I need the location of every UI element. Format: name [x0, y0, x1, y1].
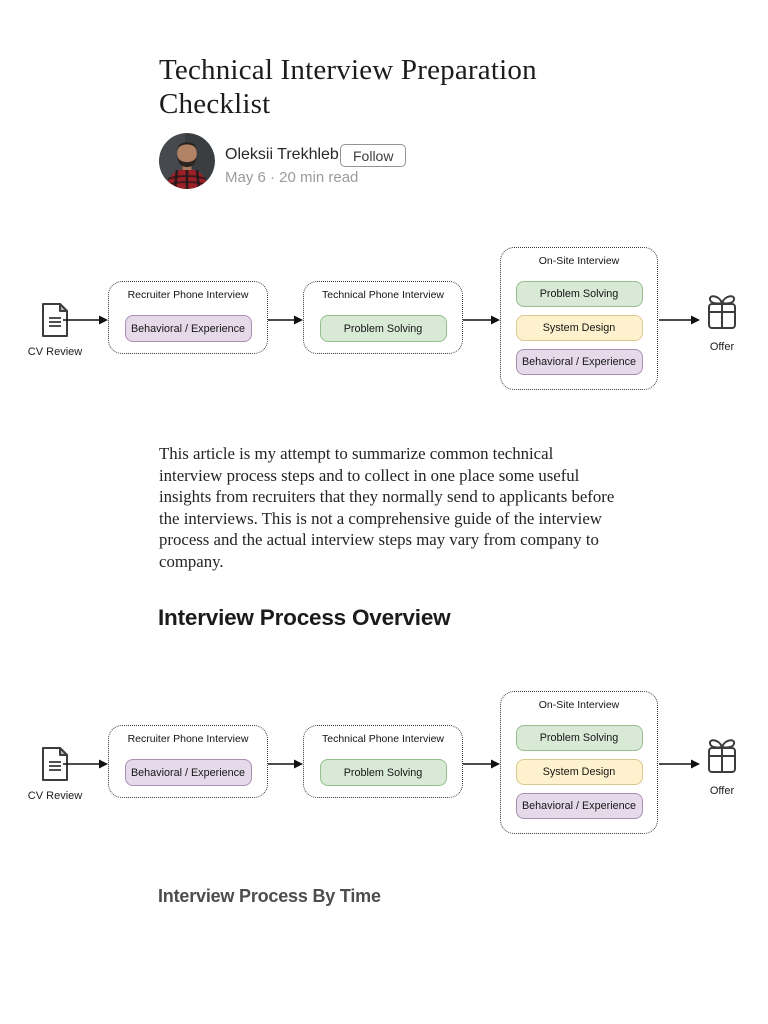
stage-title: On-Site Interview: [538, 255, 620, 267]
pill-behavioral-experience: Behavioral / Experience: [124, 759, 252, 786]
gift-icon: [708, 295, 736, 329]
pill-system-design: System Design: [515, 315, 643, 341]
pill-problem-solving: Problem Solving: [319, 759, 447, 786]
page-title: Technical Interview Preparation Checklis…: [159, 54, 537, 120]
pill-behavioral-experience: Behavioral / Experience: [515, 349, 643, 375]
flow-arrow: [659, 315, 700, 325]
flow-arrow: [63, 315, 108, 325]
cv-review-label: CV Review: [27, 346, 83, 358]
flow-arrow: [463, 759, 500, 769]
stage-onsite-interview: On-Site Interview Problem Solving System…: [500, 691, 658, 834]
flow-arrow: [463, 315, 500, 325]
section-heading-overview: Interview Process Overview: [158, 605, 451, 630]
stage-title: Technical Phone Interview: [322, 289, 444, 301]
stage-recruiter-phone-interview: Recruiter Phone Interview Behavioral / E…: [108, 725, 268, 798]
interview-process-diagram: CV Review Recruiter Phone Interview Beha…: [23, 690, 745, 836]
pill-problem-solving: Problem Solving: [319, 315, 447, 342]
stage-title: On-Site Interview: [538, 699, 620, 711]
pill-behavioral-experience: Behavioral / Experience: [124, 315, 252, 342]
section-heading-by-time: Interview Process By Time: [158, 886, 381, 906]
intro-paragraph: This article is my attempt to summarize …: [159, 444, 615, 571]
stage-technical-phone-interview: Technical Phone Interview Problem Solvin…: [303, 725, 463, 798]
author-photo: [159, 133, 215, 189]
stage-title: Recruiter Phone Interview: [127, 733, 249, 745]
offer-label: Offer: [709, 785, 735, 797]
stage-onsite-interview: On-Site Interview Problem Solving System…: [500, 247, 658, 390]
follow-button[interactable]: Follow: [340, 144, 407, 167]
pill-problem-solving: Problem Solving: [515, 281, 643, 307]
flow-arrow: [268, 315, 303, 325]
document-icon: [42, 747, 68, 781]
stage-title: Recruiter Phone Interview: [127, 289, 249, 301]
author-name[interactable]: Oleksii Trekhleb: [225, 146, 339, 163]
pill-problem-solving: Problem Solving: [515, 725, 643, 751]
flow-arrow: [659, 759, 700, 769]
stage-recruiter-phone-interview: Recruiter Phone Interview Behavioral / E…: [108, 281, 268, 354]
pill-system-design: System Design: [515, 759, 643, 785]
pill-behavioral-experience: Behavioral / Experience: [515, 793, 643, 819]
cv-review-node: CV Review: [24, 747, 86, 802]
cv-review-node: CV Review: [24, 303, 86, 358]
offer-label: Offer: [709, 341, 735, 353]
article-meta: May 6 · 20 min read: [225, 169, 359, 186]
stage-title: Technical Phone Interview: [322, 733, 444, 745]
document-icon: [42, 303, 68, 337]
gift-icon: [708, 739, 736, 773]
flow-arrow: [268, 759, 303, 769]
cv-review-label: CV Review: [27, 790, 83, 802]
offer-node: Offer: [694, 736, 750, 797]
flow-arrow: [63, 759, 108, 769]
offer-node: Offer: [694, 292, 750, 353]
author-avatar[interactable]: [159, 133, 215, 189]
stage-technical-phone-interview: Technical Phone Interview Problem Solvin…: [303, 281, 463, 354]
interview-process-diagram: CV Review Recruiter Phone Interview Beha…: [23, 246, 745, 392]
